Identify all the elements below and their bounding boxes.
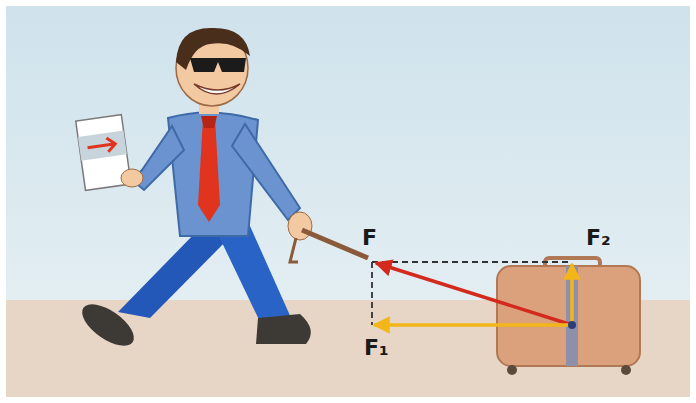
force-label: F (362, 226, 377, 250)
force-arrow (376, 263, 572, 325)
component-arrow (570, 264, 574, 325)
force-label: F₂ (586, 226, 611, 250)
force-construction (372, 262, 576, 329)
sky (6, 6, 690, 306)
man (75, 28, 368, 354)
force-label: F₁ (364, 336, 389, 360)
suitcase (497, 258, 640, 375)
component-arrow (374, 323, 572, 327)
